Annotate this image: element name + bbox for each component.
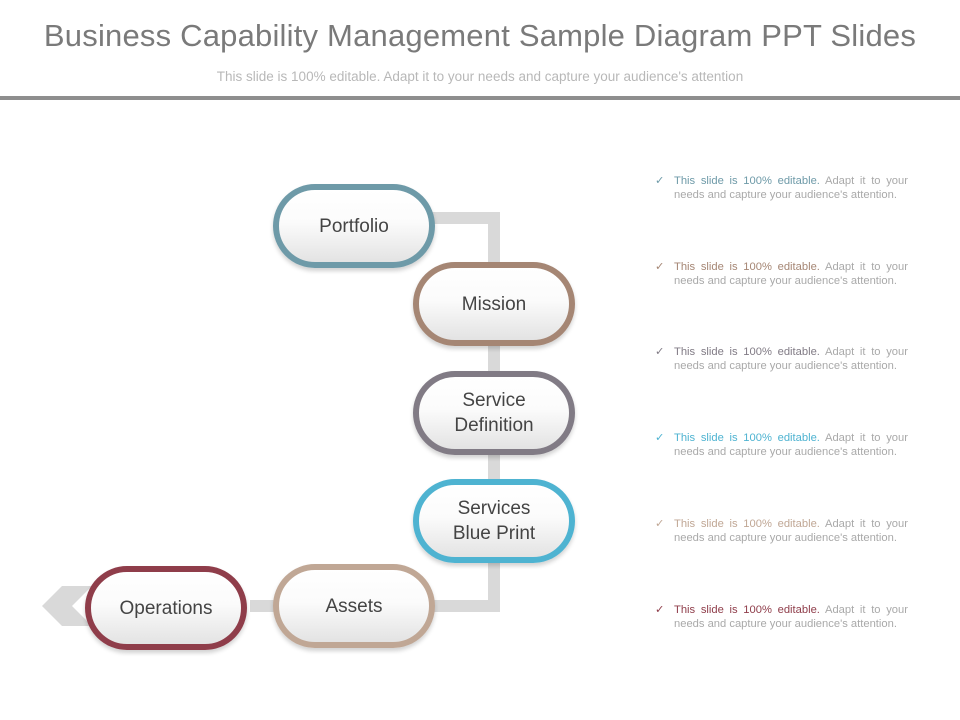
node-label: Service Definition	[454, 390, 534, 436]
node-label: Portfolio	[319, 215, 389, 237]
node-service-definition: Service Definition	[413, 371, 575, 455]
node-label: Services Blue Print	[452, 498, 536, 544]
check-icon: ✓	[655, 432, 665, 444]
note-highlight: This slide is 100% editable.	[674, 346, 820, 358]
note-item: ✓ This slide is 100% editable. Adapt it …	[655, 174, 908, 202]
slide-title: Business Capability Management Sample Di…	[43, 18, 917, 53]
note-text: Adapt it to your needs and capture your …	[674, 261, 908, 287]
node-label: Operations	[119, 597, 213, 619]
note-text: Adapt it to your needs and capture your …	[674, 346, 908, 372]
node-assets: Assets	[273, 564, 435, 648]
node-mission: Mission	[413, 262, 575, 346]
note-item: ✓ This slide is 100% editable. Adapt it …	[655, 517, 908, 545]
note-highlight: This slide is 100% editable.	[674, 261, 820, 273]
check-icon: ✓	[655, 518, 665, 530]
check-icon: ✓	[655, 261, 665, 273]
node-label: Assets	[325, 595, 383, 617]
header-divider	[0, 96, 960, 100]
note-text: Adapt it to your needs and capture your …	[674, 604, 908, 630]
check-icon: ✓	[655, 604, 665, 616]
note-text: Adapt it to your needs and capture your …	[674, 518, 908, 544]
note-highlight: This slide is 100% editable.	[674, 604, 820, 616]
check-icon: ✓	[655, 175, 665, 187]
arrow-left-icon	[42, 586, 92, 626]
node-operations: Operations	[85, 566, 247, 650]
note-item: ✓ This slide is 100% editable. Adapt it …	[655, 260, 908, 288]
note-highlight: This slide is 100% editable.	[674, 518, 820, 530]
check-icon: ✓	[655, 346, 665, 358]
note-text: Adapt it to your needs and capture your …	[674, 432, 908, 458]
node-label: Mission	[461, 293, 527, 315]
note-item: ✓ This slide is 100% editable. Adapt it …	[655, 431, 908, 459]
note-highlight: This slide is 100% editable.	[674, 432, 820, 444]
node-portfolio: Portfolio	[273, 184, 435, 268]
slide-subtitle: This slide is 100% editable. Adapt it to…	[216, 69, 744, 84]
node-services-blue-print: Services Blue Print	[413, 479, 575, 563]
note-highlight: This slide is 100% editable.	[674, 175, 820, 187]
note-item: ✓ This slide is 100% editable. Adapt it …	[655, 603, 908, 631]
note-item: ✓ This slide is 100% editable. Adapt it …	[655, 345, 908, 373]
note-text: Adapt it to your needs and capture your …	[674, 175, 908, 201]
